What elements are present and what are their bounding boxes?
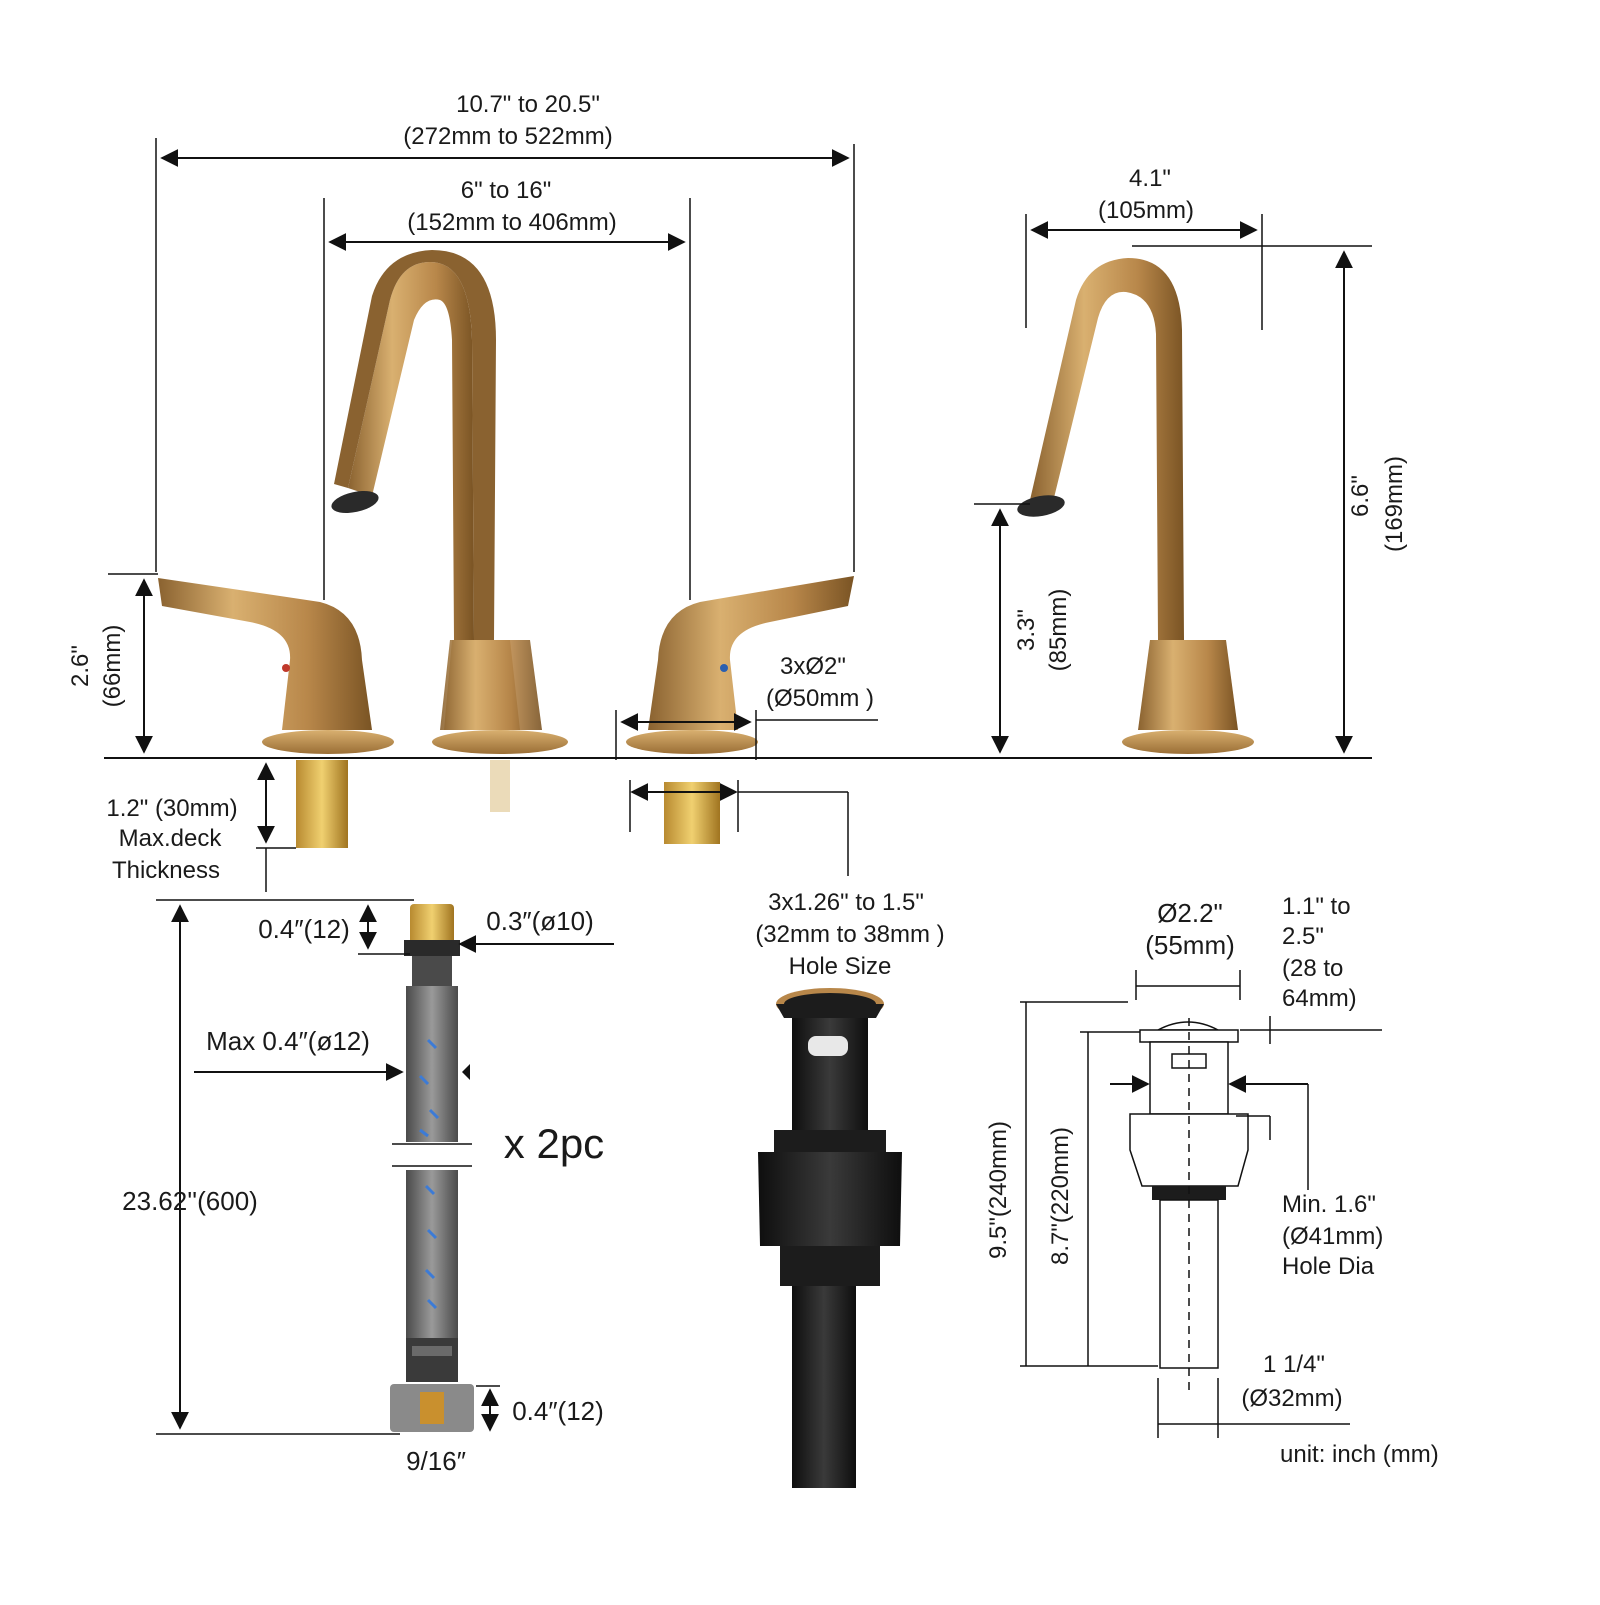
reach-mm: (105mm) bbox=[1098, 197, 1194, 224]
drain-min-2: (Ø41mm) bbox=[1282, 1223, 1383, 1250]
drain-body-height: 8.7"(220mm) bbox=[1047, 1127, 1074, 1265]
hose-braid-upper bbox=[406, 986, 458, 1142]
drain-adj-1: 1.1" to bbox=[1282, 893, 1351, 920]
hose-length: 23.62''(600) bbox=[122, 1186, 258, 1216]
drain-adj-4: 64mm) bbox=[1282, 985, 1357, 1012]
supply-hose: 23.62''(600) 0.4″(12) 0.3″(ø10) Max 0.4″… bbox=[122, 899, 614, 1476]
hole-size-3: Hole Size bbox=[789, 953, 892, 980]
spout-outlet-mm: (85mm) bbox=[1045, 589, 1072, 672]
drain-tail-in: 1 1/4" bbox=[1263, 1351, 1325, 1378]
spout-height-in: 6.6" bbox=[1347, 475, 1374, 517]
drain-tail-mm: (Ø32mm) bbox=[1241, 1385, 1342, 1412]
popup-drain bbox=[758, 988, 902, 1488]
center-spout bbox=[331, 250, 568, 812]
drain-total-height: 9.5"(240mm) bbox=[985, 1121, 1012, 1259]
reach-in: 4.1" bbox=[1129, 165, 1171, 192]
drain-line-drawing: Ø2.2" (55mm) 1.1" to 2.5" (28 to 64mm) M… bbox=[985, 893, 1439, 1468]
handle-height-in: 2.6" bbox=[67, 645, 94, 687]
deck-line-3: Thickness bbox=[112, 857, 220, 884]
handle-height-mm: (66mm) bbox=[99, 625, 126, 708]
faucet-front-view: 10.7" to 20.5" (272mm to 522mm) 6" to 16… bbox=[67, 91, 1408, 980]
unit-note: unit: inch (mm) bbox=[1280, 1441, 1439, 1468]
drain-adj-2: 2.5" bbox=[1282, 923, 1324, 950]
hose-quantity: x 2pc bbox=[504, 1120, 604, 1167]
spout-height-mm: (169mm) bbox=[1381, 456, 1408, 552]
spread-mm: (152mm to 406mm) bbox=[407, 209, 616, 236]
overall-width-in: 10.7" to 20.5" bbox=[456, 91, 600, 118]
drain-adj-3: (28 to bbox=[1282, 955, 1343, 982]
drain-min-3: Hole Dia bbox=[1282, 1253, 1375, 1280]
left-handle bbox=[158, 578, 394, 848]
hose-top-dia: 0.3″(ø10) bbox=[486, 906, 593, 936]
hose-top-height: 0.4″(12) bbox=[258, 914, 350, 944]
hole-size-2: (32mm to 38mm ) bbox=[755, 921, 944, 948]
hole-size-1: 3x1.26" to 1.5" bbox=[768, 889, 924, 916]
hose-nut-height: 0.4″(12) bbox=[512, 1396, 604, 1426]
spread-in: 6" to 16" bbox=[461, 177, 551, 204]
base-dia-mm: (Ø50mm ) bbox=[766, 685, 874, 712]
drain-flange-mm: (55mm) bbox=[1145, 930, 1235, 960]
base-dia-in: 3xØ2" bbox=[780, 653, 846, 680]
overall-width-mm: (272mm to 522mm) bbox=[403, 123, 612, 150]
deck-line-2: Max.deck bbox=[119, 825, 223, 852]
deck-line-1: 1.2" (30mm) bbox=[106, 795, 237, 822]
drain-flange-in: Ø2.2" bbox=[1157, 898, 1223, 928]
drain-min-1: Min. 1.6" bbox=[1282, 1191, 1376, 1218]
hose-braid-lower bbox=[406, 1170, 458, 1338]
spout-outlet-in: 3.3" bbox=[1013, 609, 1040, 651]
hose-max-dia: Max 0.4″(ø12) bbox=[206, 1026, 370, 1056]
drain-tailpiece bbox=[792, 1286, 856, 1488]
side-view-spout bbox=[1017, 258, 1254, 754]
hose-thread-size: 9/16″ bbox=[406, 1446, 466, 1476]
